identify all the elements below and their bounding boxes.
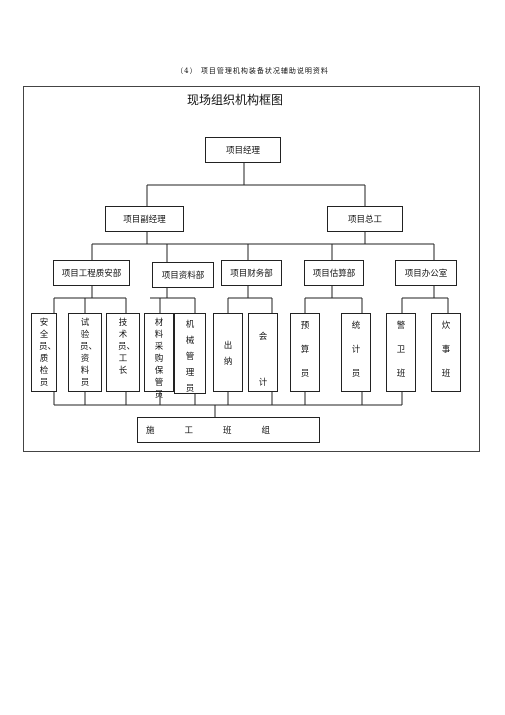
page-caption: （4） 项目管理机构装备状况辅助说明资料 (176, 67, 329, 75)
dept-engineering-quality-safety: 项目工程质安部 (53, 260, 130, 286)
staff-safety-quality: 安全员、质检员 (31, 313, 57, 392)
node-chief-engineer: 项目总工 (327, 206, 403, 232)
dept-documents: 项目资料部 (152, 262, 214, 288)
staff-budget: 预算员 (290, 313, 320, 392)
dept-office: 项目办公室 (395, 260, 457, 286)
staff-guard: 警卫班 (386, 313, 416, 392)
node-deputy-manager: 项目副经理 (105, 206, 184, 232)
dept-finance: 项目财务部 (221, 260, 282, 286)
staff-machinery: 机械管理员 (174, 313, 206, 394)
chart-frame (23, 86, 480, 452)
staff-material-purchase: 材料采购保管员 (144, 313, 174, 400)
staff-statistics: 统计员 (341, 313, 371, 392)
staff-cashier: 出纳 (213, 313, 243, 392)
dept-estimation: 项目估算部 (304, 260, 364, 286)
node-project-manager: 项目经理 (205, 137, 281, 163)
staff-kitchen: 炊事班 (431, 313, 461, 392)
staff-test-records: 试验员、资料员 (68, 313, 102, 392)
diagram-title: 现场组织机构框图 (186, 93, 283, 107)
staff-accountant: 会计 (248, 313, 278, 392)
staff-technician-foreman: 技术员、工长 (106, 313, 140, 392)
node-construction-teams: 施 工 班 组 (137, 417, 320, 443)
